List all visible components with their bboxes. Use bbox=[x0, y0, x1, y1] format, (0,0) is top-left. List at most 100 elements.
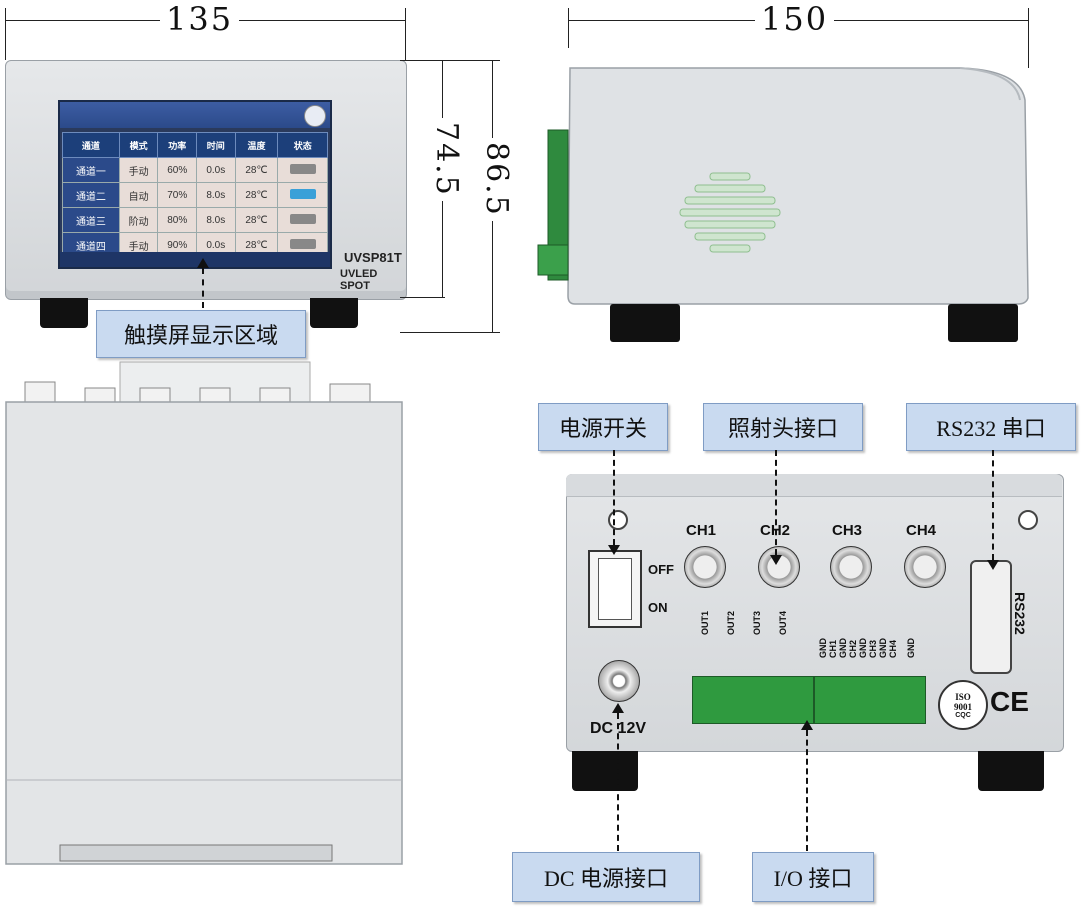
iso-badge: ISO 9001 CQC bbox=[938, 680, 988, 730]
io-terminal-block-left[interactable] bbox=[692, 676, 814, 724]
screen-channel-cell: 通道一 bbox=[62, 157, 120, 183]
front-foot-right bbox=[310, 298, 358, 328]
touch-screen-arrow-icon bbox=[197, 258, 209, 268]
status-toggle-icon bbox=[289, 163, 316, 174]
callout-rs232-port: RS232 串口 bbox=[906, 403, 1076, 451]
screen-header: 时间 bbox=[196, 132, 236, 158]
io-terminal-block-right[interactable] bbox=[814, 676, 926, 724]
callout-head-port: 照射头接口 bbox=[703, 403, 863, 451]
height-total-extension-bottom bbox=[400, 332, 500, 333]
screen-header: 模式 bbox=[118, 132, 159, 158]
switch-off-label: OFF bbox=[648, 562, 674, 577]
top-view-drawing bbox=[5, 361, 403, 865]
gnd-label: GND bbox=[906, 638, 916, 658]
height-body-label: 74.5 bbox=[429, 118, 464, 201]
screen-temp-cell: 28℃ bbox=[234, 157, 279, 183]
head-port-leader bbox=[775, 450, 777, 555]
callout-io-port: I/O 接口 bbox=[752, 852, 874, 902]
rear-foot-right bbox=[978, 751, 1044, 791]
channel-connector[interactable] bbox=[758, 546, 800, 588]
screen-power-cell: 70% bbox=[157, 182, 197, 208]
screen-row: 通道二 自动 70% 8.0s 28℃ bbox=[62, 182, 328, 208]
gnd-label: GND bbox=[878, 638, 888, 658]
screen-title-bar bbox=[60, 102, 330, 128]
height-extension-top bbox=[400, 60, 500, 61]
status-toggle-icon bbox=[289, 213, 316, 224]
status-toggle-icon bbox=[289, 188, 316, 199]
screen-mode-cell: 手动 bbox=[118, 157, 159, 183]
model-subtitle: UVLED SPOT bbox=[340, 268, 378, 292]
out-label: OUT2 bbox=[726, 610, 736, 635]
width-extension-right bbox=[405, 8, 406, 60]
width-extension-left bbox=[5, 8, 6, 60]
screen-header: 功率 bbox=[157, 132, 197, 158]
screen-temp-cell: 28℃ bbox=[234, 207, 279, 233]
screen-channel-cell: 通道三 bbox=[62, 207, 120, 233]
power-switch[interactable] bbox=[588, 550, 642, 628]
touch-screen: 通道 模式 功率 时间 温度 状态 通道一 手动 60% 0.0s 28℃ 通道… bbox=[58, 100, 332, 269]
screen-time-cell: 8.0s bbox=[196, 182, 236, 208]
screen-header: 状态 bbox=[277, 132, 328, 158]
screen-status-cell bbox=[277, 207, 328, 233]
power-switch-rocker bbox=[598, 558, 632, 620]
gnd-label: GND bbox=[838, 638, 848, 658]
model-label: UVSP81T bbox=[344, 250, 402, 265]
touch-screen-leader bbox=[202, 268, 204, 308]
side-view-drawing bbox=[537, 67, 1029, 342]
screen-power-cell: 60% bbox=[157, 157, 197, 183]
screen-table: 通道 模式 功率 时间 温度 状态 通道一 手动 60% 0.0s 28℃ 通道… bbox=[62, 132, 328, 258]
screen-row: 通道三 阶动 80% 8.0s 28℃ bbox=[62, 207, 328, 233]
callout-dc-port: DC 电源接口 bbox=[512, 852, 700, 902]
rs232-connector[interactable] bbox=[970, 560, 1012, 674]
channel-label: CH4 bbox=[906, 522, 937, 539]
dc-jack[interactable] bbox=[598, 660, 640, 702]
depth-extension-right bbox=[1028, 8, 1029, 68]
screen-channel-cell: 通道二 bbox=[62, 182, 120, 208]
screen-mode-cell: 自动 bbox=[118, 182, 159, 208]
height-body-extension-bottom bbox=[400, 297, 445, 298]
ch-pin-label: CH1 bbox=[828, 639, 838, 658]
screen-header: 温度 bbox=[234, 132, 279, 158]
switch-on-label: ON bbox=[648, 600, 668, 615]
screw-icon bbox=[608, 510, 628, 530]
screw-icon bbox=[1018, 510, 1038, 530]
screen-header: 通道 bbox=[62, 132, 120, 158]
screen-row: 通道一 手动 60% 0.0s 28℃ bbox=[62, 157, 328, 183]
channel-connector[interactable] bbox=[904, 546, 946, 588]
out-label: OUT4 bbox=[778, 610, 788, 635]
ch-pin-label: CH2 bbox=[848, 639, 858, 658]
screen-power-cell: 80% bbox=[157, 207, 197, 233]
channel-connector[interactable] bbox=[684, 546, 726, 588]
screen-footer-bar bbox=[60, 252, 330, 267]
rear-foot-left bbox=[572, 751, 638, 791]
side-view bbox=[520, 60, 1050, 345]
depth-extension-left bbox=[568, 8, 569, 48]
status-toggle-icon bbox=[289, 238, 316, 249]
power-switch-leader bbox=[613, 450, 615, 545]
channel-connector[interactable] bbox=[830, 546, 872, 588]
rear-top-bevel bbox=[566, 474, 1062, 497]
depth-dimension-label: 150 bbox=[755, 3, 835, 35]
callout-touch-screen: 触摸屏显示区域 bbox=[96, 310, 306, 358]
ce-label: CE bbox=[990, 686, 1029, 717]
rs232-port-arrow-icon bbox=[987, 560, 999, 570]
screen-header-row: 通道 模式 功率 时间 温度 状态 bbox=[62, 132, 328, 158]
dc-port-arrow-icon bbox=[612, 703, 624, 713]
rs232-label: RS232 bbox=[1012, 592, 1028, 635]
logo-icon bbox=[304, 105, 326, 127]
screen-time-cell: 0.0s bbox=[196, 157, 236, 183]
out-label: OUT3 bbox=[752, 610, 762, 635]
ch-pin-label: CH3 bbox=[868, 639, 878, 658]
head-port-arrow-icon bbox=[770, 555, 782, 565]
screen-time-cell: 8.0s bbox=[196, 207, 236, 233]
channel-label: CH1 bbox=[686, 522, 717, 539]
channel-label: CH3 bbox=[832, 522, 863, 539]
iso-label: ISO 9001 bbox=[954, 691, 972, 712]
width-dimension-label: 135 bbox=[160, 3, 240, 35]
ch-pin-label: CH4 bbox=[888, 639, 898, 658]
io-port-arrow-icon bbox=[801, 720, 813, 730]
screen-status-cell bbox=[277, 157, 328, 183]
rear-view: OFF ON CH1 CH2 CH3 CH4 RS232 DC 12V OUT1… bbox=[560, 470, 1070, 800]
callout-power-switch: 电源开关 bbox=[538, 403, 668, 451]
dc-port-leader bbox=[617, 713, 619, 851]
